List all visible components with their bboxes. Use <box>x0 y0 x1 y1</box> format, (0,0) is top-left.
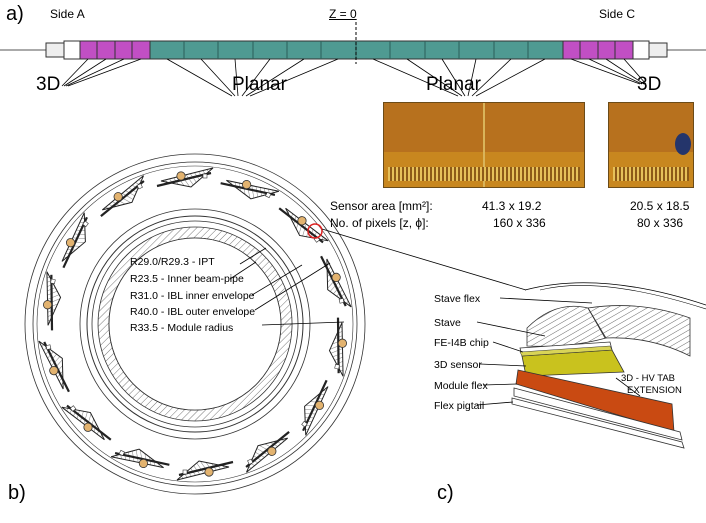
panel-a-label: a) <box>6 3 24 25</box>
d3-pixels-value: 80 x 336 <box>637 216 684 230</box>
radius-label-3: R31.0 - IBL inner envelope <box>130 290 255 302</box>
side-a-label: Side A <box>50 7 85 21</box>
stave <box>278 207 329 244</box>
radius-label-4: R40.0 - IBL outer envelope <box>130 306 256 318</box>
stave <box>42 271 62 331</box>
stave <box>328 317 348 377</box>
planar-sensor-photo <box>383 102 585 188</box>
pixels-label: No. of pixels [z, ϕ]: <box>330 216 429 230</box>
panel-b-label: b) <box>8 482 26 504</box>
stave <box>176 460 234 481</box>
layer-label-6: Flex pigtail <box>434 400 485 412</box>
side-c-label: Side C <box>599 7 636 21</box>
planar-pixels-value: 160 x 336 <box>493 216 546 230</box>
stave <box>245 430 290 473</box>
stave <box>320 255 352 308</box>
radius-label-5: R33.5 - Module radius <box>130 322 234 334</box>
z-zero-label: Z = 0 <box>329 7 357 21</box>
stave <box>220 179 280 200</box>
layer-label-5: Module flex <box>434 380 488 392</box>
stave <box>61 404 112 441</box>
d3-area-value: 20.5 x 18.5 <box>630 199 690 213</box>
layer-label-2: Stave <box>434 317 461 329</box>
stave <box>301 379 329 436</box>
panel-c-label: c) <box>437 482 454 504</box>
layer-label-4: 3D sensor <box>434 359 482 371</box>
stave <box>61 212 89 269</box>
stave <box>38 340 70 393</box>
stave <box>110 448 170 469</box>
label-planar-left: Planar <box>232 74 287 95</box>
stave <box>100 175 145 218</box>
sensor-area-label: Sensor area [mm²]: <box>330 199 433 213</box>
stave <box>156 167 214 188</box>
label-3d-left: 3D <box>36 74 61 95</box>
sensor-3d-photo <box>608 102 694 188</box>
hv-tab-label-line1: 3D - HV TAB <box>621 373 676 384</box>
layer-label-3: FE-I4B chip <box>434 337 489 349</box>
label-planar-right: Planar <box>426 74 481 95</box>
label-3d-right: 3D <box>637 74 662 95</box>
radius-label-2: R23.5 - Inner beam-pipe <box>130 273 244 285</box>
planar-area-value: 41.3 x 19.2 <box>482 199 542 213</box>
radius-label-1: R29.0/R29.3 - IPT <box>130 256 215 268</box>
hv-tab-label-line2: EXTENSION <box>627 385 682 396</box>
layer-label-1: Stave flex <box>434 293 481 305</box>
